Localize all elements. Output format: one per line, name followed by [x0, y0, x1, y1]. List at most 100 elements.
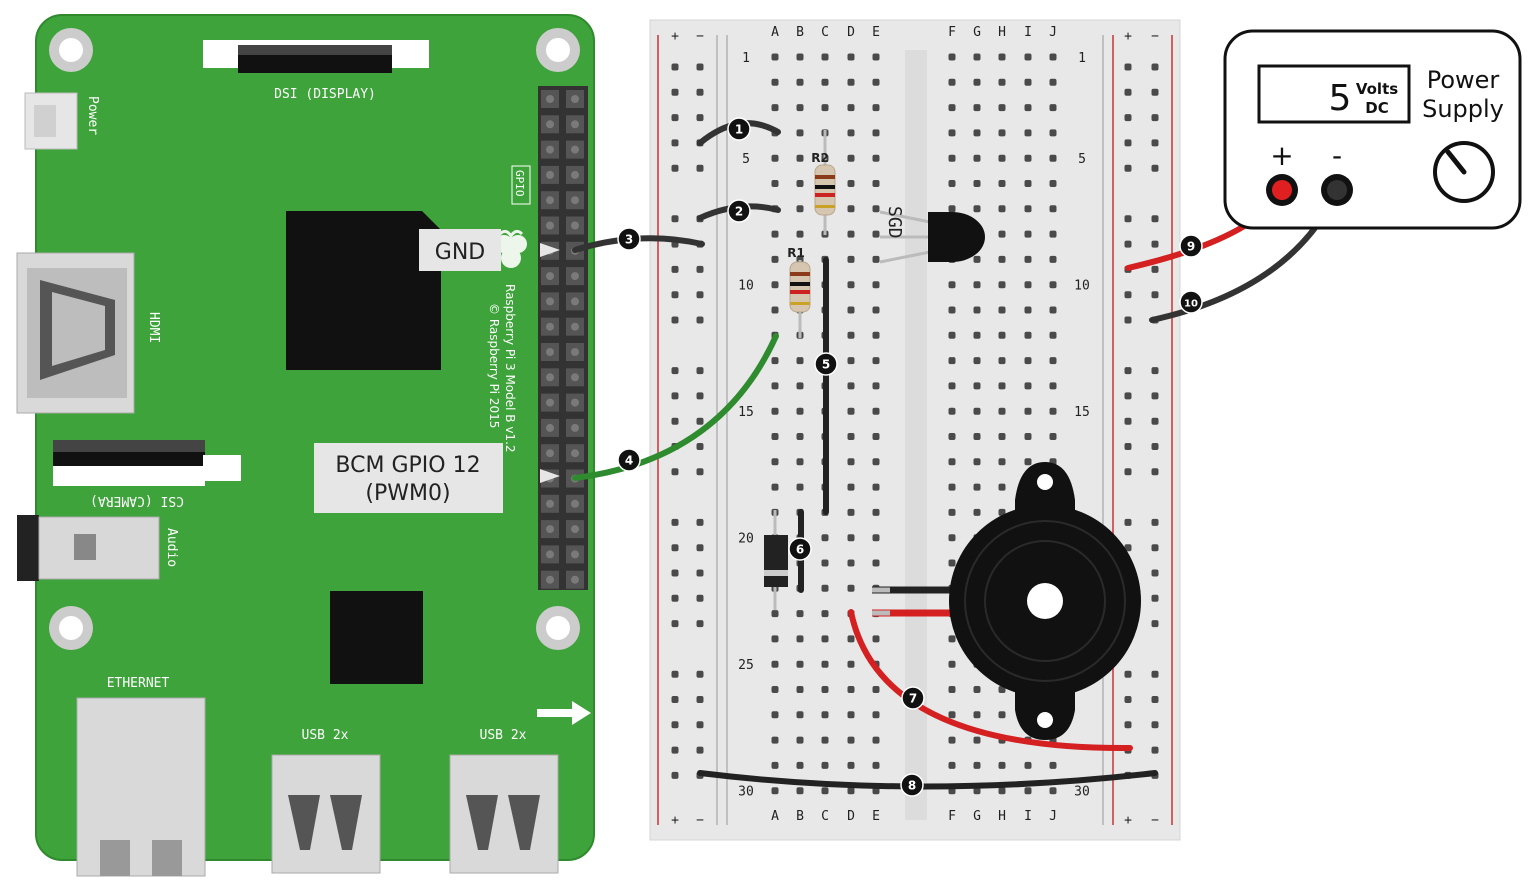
breadboard-hole	[999, 256, 1006, 263]
breadboard-hole	[974, 281, 981, 288]
rail-hole	[1152, 519, 1159, 526]
wire-number: 5	[822, 358, 830, 372]
usb-port-1	[272, 755, 380, 873]
breadboard-hole	[772, 104, 779, 111]
breadboard-hole	[772, 762, 779, 769]
breadboard-hole	[797, 737, 804, 744]
breadboard-hole	[797, 104, 804, 111]
rail-hole	[697, 443, 704, 450]
rail-hole	[672, 139, 679, 146]
breadboard-hole	[848, 661, 855, 668]
rail-label: +	[1124, 813, 1132, 828]
breadboard-hole	[949, 686, 956, 693]
breadboard-hole	[1050, 104, 1057, 111]
breadboard-hole	[999, 180, 1006, 187]
usb-label-2: USB 2x	[480, 728, 527, 743]
breadboard-hole	[822, 104, 829, 111]
rail-hole	[1125, 392, 1132, 399]
breadboard-hole	[974, 180, 981, 187]
rail-hole	[697, 418, 704, 425]
rail-hole	[697, 165, 704, 172]
rail-hole	[1125, 114, 1132, 121]
rail-hole	[1152, 64, 1159, 71]
breadboard-hole	[974, 711, 981, 718]
rail-hole	[1152, 367, 1159, 374]
breadboard-hole	[797, 661, 804, 668]
breadboard-hole	[1050, 54, 1057, 61]
breadboard-hole	[772, 382, 779, 389]
voltage-value: 5	[1329, 78, 1352, 119]
breadboard-hole	[848, 231, 855, 238]
rail-hole	[672, 544, 679, 551]
breadboard-hole	[772, 458, 779, 465]
breadboard-hole	[1025, 205, 1032, 212]
breadboard-hole	[822, 635, 829, 642]
rail-hole	[697, 544, 704, 551]
column-label: G	[973, 25, 981, 40]
row-label: 25	[738, 658, 754, 673]
rail-hole	[1152, 570, 1159, 577]
rail-hole	[672, 570, 679, 577]
rail-hole	[672, 772, 679, 779]
breadboard-hole	[1050, 307, 1057, 314]
breadboard-hole	[1025, 104, 1032, 111]
breadboard-hole	[848, 686, 855, 693]
voltage-knob-icon[interactable]	[1435, 143, 1493, 201]
rail-hole	[1125, 291, 1132, 298]
rail-hole	[1125, 721, 1132, 728]
breadboard-hole	[999, 54, 1006, 61]
rail-hole	[1125, 696, 1132, 703]
breadboard-hole	[1025, 54, 1032, 61]
rail-hole	[697, 671, 704, 678]
column-label: D	[847, 25, 855, 40]
wire-number: 6	[796, 543, 804, 557]
breadboard-hole	[999, 484, 1006, 491]
breadboard-hole	[873, 54, 880, 61]
rail-hole	[1152, 418, 1159, 425]
breadboard-hole	[873, 231, 880, 238]
breadboard-hole	[873, 433, 880, 440]
breadboard-hole	[873, 180, 880, 187]
breadboard-hole	[1025, 129, 1032, 136]
breadboard-hole	[999, 382, 1006, 389]
rail-hole	[1125, 64, 1132, 71]
gpio-header-body	[538, 86, 588, 590]
wire-number: 9	[1187, 240, 1195, 254]
row-label: 20	[738, 532, 754, 547]
rail-hole	[672, 64, 679, 71]
column-label: H	[998, 809, 1006, 824]
wire-number: 3	[625, 233, 633, 247]
breadboard-hole	[797, 382, 804, 389]
breadboard-hole	[949, 332, 956, 339]
breadboard-hole	[848, 332, 855, 339]
breadboard-hole	[772, 610, 779, 617]
breadboard-hole	[772, 686, 779, 693]
rail-hole	[672, 418, 679, 425]
rail-hole	[1125, 165, 1132, 172]
breadboard-hole	[772, 711, 779, 718]
breadboard-hole	[772, 661, 779, 668]
breadboard-hole	[848, 737, 855, 744]
rail-hole	[672, 114, 679, 121]
rail-hole	[672, 317, 679, 324]
rail-hole	[697, 620, 704, 627]
rail-hole	[1125, 367, 1132, 374]
breadboard-hole	[848, 129, 855, 136]
rail-hole	[672, 468, 679, 475]
breadboard-hole	[974, 433, 981, 440]
column-label: E	[872, 25, 880, 40]
row-label: 1	[742, 51, 750, 66]
rail-hole	[1152, 747, 1159, 754]
wire-number: 7	[909, 692, 917, 706]
breadboard-hole	[1025, 382, 1032, 389]
rail-label: −	[696, 29, 704, 44]
column-label: I	[1024, 25, 1032, 40]
breadboard-hole	[949, 281, 956, 288]
breadboard-hole	[848, 155, 855, 162]
rail-hole	[1152, 266, 1159, 273]
breadboard-hole	[848, 560, 855, 567]
breadboard-hole	[949, 534, 956, 541]
breadboard-hole	[772, 408, 779, 415]
dsi-label: DSI (DISPLAY)	[274, 87, 376, 102]
usb-label-1: USB 2x	[302, 728, 349, 743]
